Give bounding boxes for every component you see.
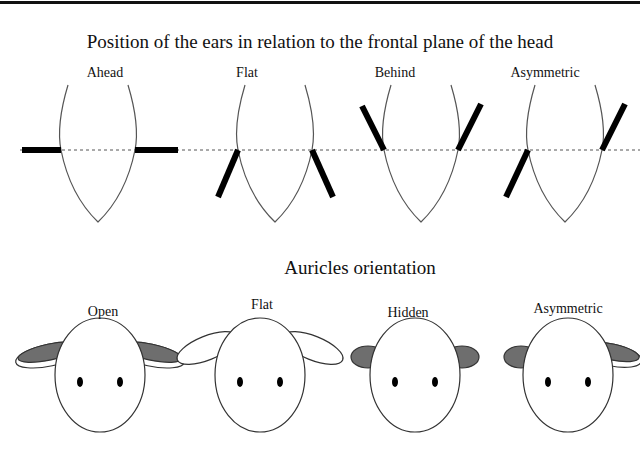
- column-label: Open: [88, 304, 118, 320]
- head-outlines: [60, 85, 604, 222]
- frontal-plane-line: [20, 150, 640, 151]
- eye: [277, 377, 283, 387]
- eye: [392, 377, 398, 387]
- head-outline: [237, 85, 314, 222]
- head-front: [215, 318, 305, 432]
- eyes: [77, 377, 591, 387]
- column-label: Flat: [236, 65, 258, 81]
- ear-bar: [506, 150, 528, 197]
- ear-bar: [362, 106, 384, 150]
- eye: [77, 377, 83, 387]
- eye: [432, 377, 438, 387]
- column-label: Hidden: [387, 305, 428, 321]
- ear-bar: [22, 147, 61, 153]
- column-label: Asymmetric: [510, 65, 579, 81]
- front-heads: [55, 318, 613, 432]
- column-label: Asymmetric: [533, 301, 602, 317]
- eye: [585, 377, 591, 387]
- eye: [545, 377, 551, 387]
- ear-bars: [22, 104, 625, 197]
- ear-bar: [458, 104, 481, 150]
- head-outline: [527, 85, 604, 222]
- ear-bar: [312, 150, 333, 197]
- ear-bar: [218, 150, 238, 197]
- head-front: [55, 318, 145, 432]
- column-label: Behind: [375, 65, 415, 81]
- top-rule: [0, 1, 640, 4]
- column-label: Ahead: [87, 65, 124, 81]
- head-outline: [60, 85, 137, 222]
- ear-bar: [602, 104, 625, 150]
- head-outline: [383, 85, 460, 222]
- head-front: [370, 318, 460, 432]
- ear-bar: [135, 147, 178, 153]
- column-label: Flat: [251, 297, 273, 313]
- eye: [117, 377, 123, 387]
- head-front: [523, 318, 613, 432]
- eye: [237, 377, 243, 387]
- section-heading: Auricles orientation: [284, 257, 435, 279]
- figure-title: Position of the ears in relation to the …: [87, 31, 553, 53]
